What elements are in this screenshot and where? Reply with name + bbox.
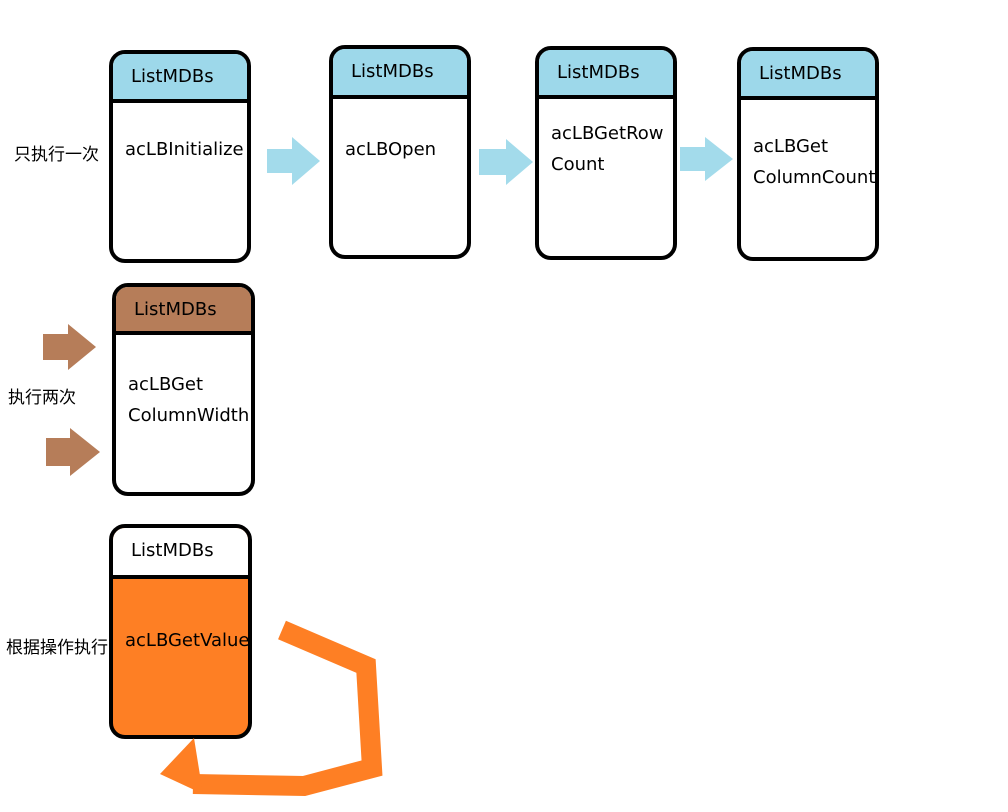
card-body-line: acLBGet [128,374,204,395]
arrow-right-icon [43,324,96,370]
card-aclbgetrowcount: ListMDBs acLBGetRow Count [535,46,677,260]
label-execute-on-operation: 根据操作执行 [6,638,108,658]
card-body-line: acLBGetRow [551,123,664,144]
card-body-line: ColumnCount [753,167,876,188]
loop-arrow-icon [192,620,383,797]
card-header: ListMDBs [333,49,467,99]
label-execute-twice: 执行两次 [8,388,76,408]
card-aclbgetcolumncount: ListMDBs acLBGet ColumnCount [737,47,879,261]
card-header-label: ListMDBs [134,299,217,320]
card-header: ListMDBs [116,287,251,335]
card-header-label: ListMDBs [131,540,214,561]
label-execute-once: 只执行一次 [14,145,99,165]
arrow-right-icon [267,137,320,185]
card-header-label: ListMDBs [759,63,842,84]
card-aclbinitialize: ListMDBs acLBInitialize [109,50,251,263]
card-body-line: acLBGet [753,136,829,157]
card-header-label: ListMDBs [351,61,434,82]
card-aclbgetcolumnwidth: ListMDBs acLBGet ColumnWidth [112,283,255,496]
card-header-label: ListMDBs [557,62,640,83]
card-body-line: acLBOpen [345,139,437,160]
arrow-right-icon [46,428,100,476]
card-body-line: acLBInitialize [125,139,244,160]
card-body-line: ColumnWidth [128,405,250,426]
card-aclbgetvalue: ListMDBs acLBGetValue [109,524,252,739]
card-aclbopen: ListMDBs acLBOpen [329,45,471,259]
card-header: ListMDBs [539,50,673,99]
card-body-line: Count [551,154,605,175]
card-header-label: ListMDBs [131,66,214,87]
card-header: ListMDBs [741,51,875,100]
card-header: ListMDBs [113,528,248,579]
card-header: ListMDBs [113,54,247,103]
arrow-right-icon [479,139,533,185]
arrow-right-icon [680,137,733,181]
loop-arrow-head-icon [160,738,203,794]
card-body-line: acLBGetValue [125,630,250,651]
